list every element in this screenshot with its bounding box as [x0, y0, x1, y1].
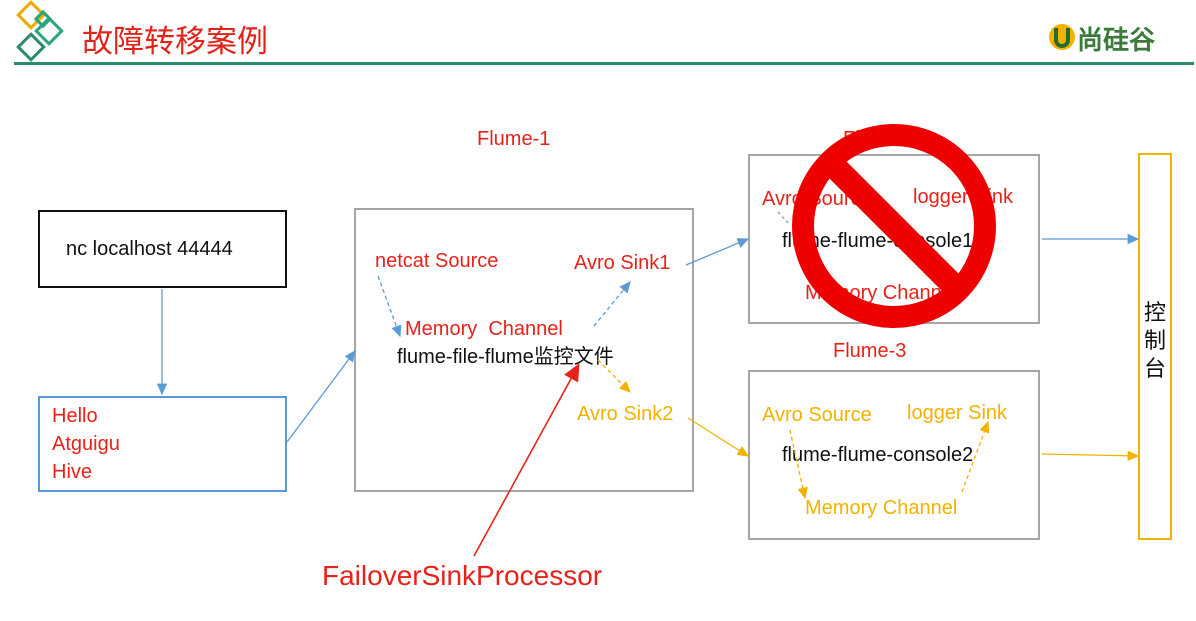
arrow-channel-to-sink2	[597, 359, 631, 393]
arrow-source-to-channel	[377, 275, 402, 338]
input-line-3: Hive	[52, 461, 93, 483]
brand-logo-text: 尚硅谷	[1077, 26, 1156, 56]
arrow-flume2-source-channel	[777, 211, 791, 226]
arrow-processor-to-sinks	[473, 363, 580, 557]
arrow-flume3-source-channel	[789, 429, 808, 500]
arrow-flume3-to-console	[1041, 450, 1140, 461]
flume3-source: Avro Source	[762, 404, 872, 426]
flume3-sink: logger Sink	[907, 402, 1008, 424]
arrow-sink2-to-flume3	[687, 417, 750, 457]
nc-label: nc localhost 44444	[66, 238, 233, 260]
flume1-sink2: Avro Sink2	[577, 403, 674, 425]
flume3-channel: Memory Channel	[805, 497, 958, 519]
page-title: 故障转移案例	[82, 24, 268, 60]
header-divider	[14, 62, 1194, 65]
flume3-title: Flume-3	[833, 340, 907, 362]
flume1-sink1: Avro Sink1	[574, 252, 671, 274]
arrow-input-to-flume1	[286, 349, 356, 443]
logo-diamonds-icon	[16, 0, 64, 62]
input-line-1: Hello	[52, 405, 98, 427]
input-line-2: Atguigu	[52, 433, 120, 455]
arrow-flume3-channel-sink	[961, 420, 990, 493]
nc-box	[38, 210, 287, 288]
input-data-box	[38, 396, 287, 492]
console-box	[1138, 153, 1172, 540]
failover-processor-label: FailoverSinkProcessor	[322, 560, 603, 591]
flume3-config: flume-flume-console2	[782, 444, 974, 466]
flume1-channel: Memory Channel	[405, 318, 563, 340]
prohibited-icon	[792, 124, 996, 328]
flume1-title: Flume-1	[477, 128, 551, 150]
flume1-source: netcat Source	[375, 250, 499, 272]
arrow-sink1-to-flume2	[685, 238, 750, 266]
arrow-channel-to-sink1	[593, 280, 631, 327]
console-label: 控制台	[1143, 301, 1166, 382]
flume1-config: flume-file-flume监控文件	[397, 346, 614, 368]
